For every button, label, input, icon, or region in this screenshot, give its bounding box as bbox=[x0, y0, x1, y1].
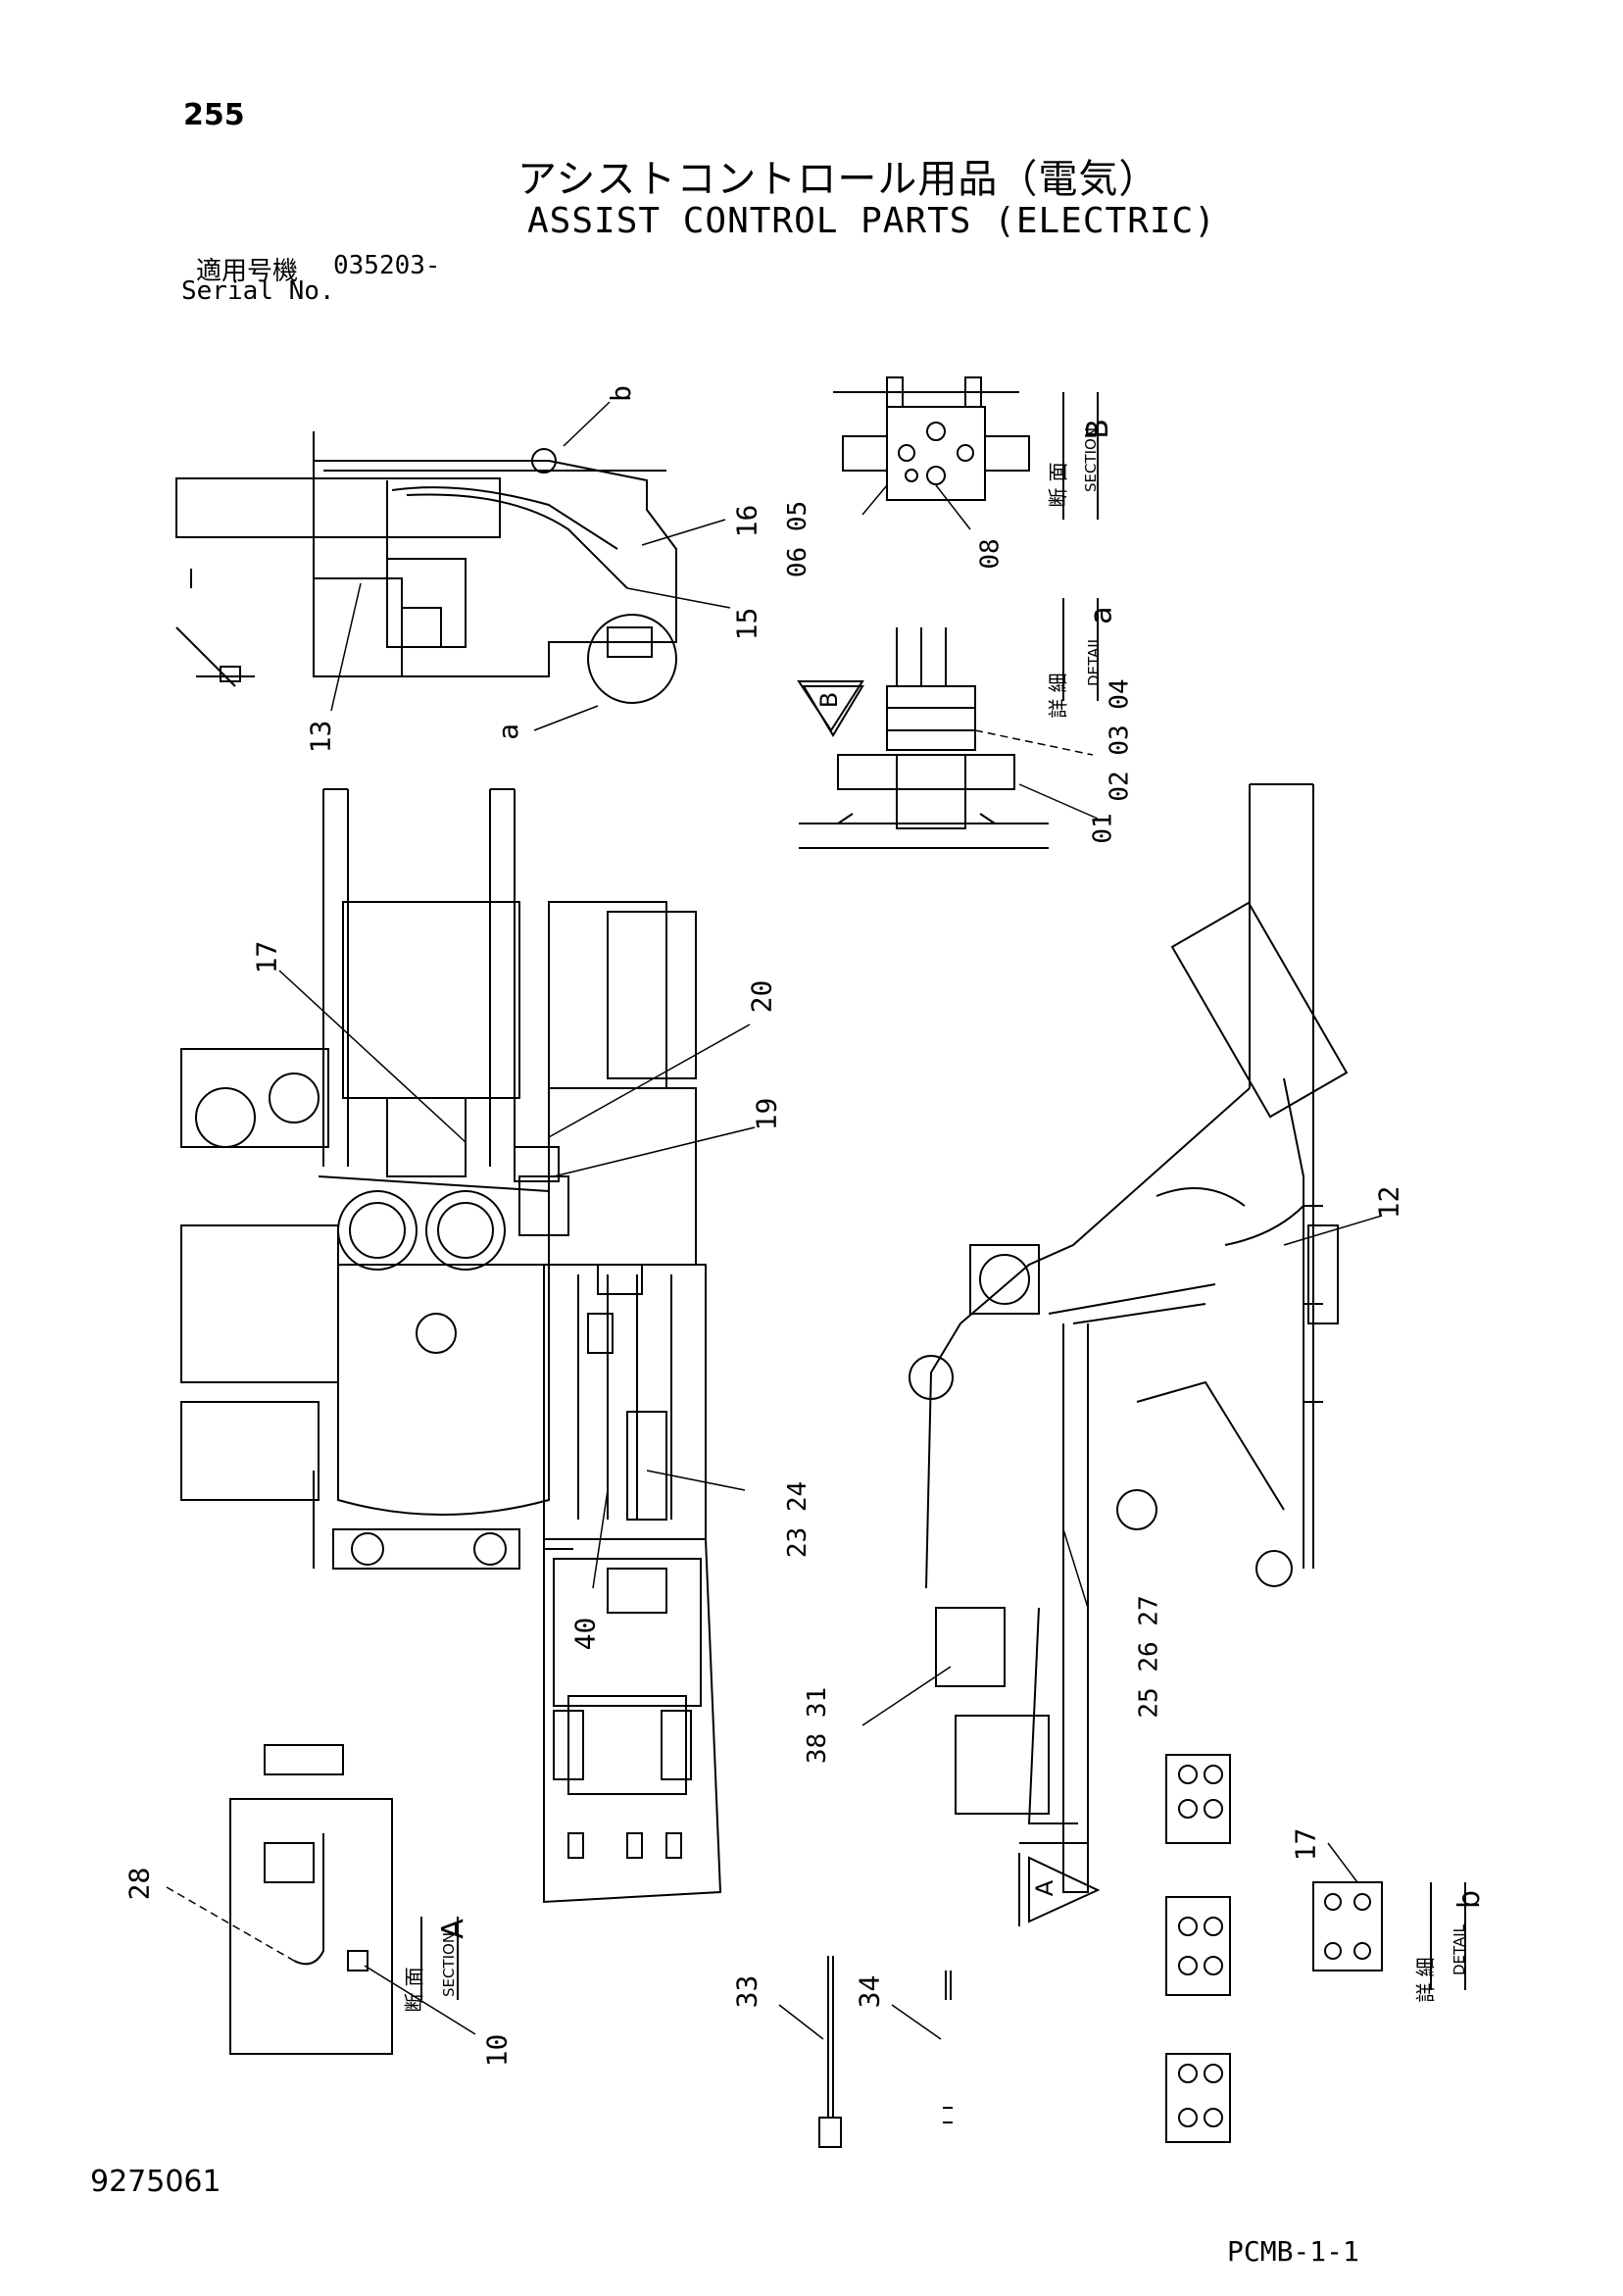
callout-40: 40 bbox=[568, 1617, 602, 1651]
section-b-label-ja: 断 面 bbox=[1046, 462, 1070, 508]
leader-lines-top-left bbox=[330, 401, 731, 731]
detail-b-label-en: DETAIL bbox=[1451, 1923, 1469, 1976]
leader-lines-detail-a bbox=[974, 729, 1099, 820]
callout-15: 15 bbox=[730, 607, 763, 641]
callout-16: 16 bbox=[730, 504, 763, 538]
serial-number-value: 035203- bbox=[333, 251, 441, 280]
section-a-letter: A bbox=[435, 1919, 470, 1939]
top-left-assembly-view bbox=[175, 431, 677, 704]
detail-a-letter: a bbox=[1084, 606, 1119, 624]
page-title-english: ASSIST CONTROL PARTS (ELECTRIC) bbox=[527, 201, 1216, 241]
callout-20: 20 bbox=[745, 979, 778, 1014]
leader-line-17b bbox=[1327, 1842, 1358, 1883]
callout-28: 28 bbox=[123, 1867, 156, 1901]
rod-part-33 bbox=[818, 1956, 842, 2148]
callout-19: 19 bbox=[750, 1097, 783, 1131]
detail-b-valve-cluster bbox=[1165, 1754, 1383, 2143]
page-number: 255 bbox=[183, 98, 245, 132]
rod-part-34 bbox=[943, 1971, 953, 2123]
view-arrow-b-letter: B bbox=[815, 691, 844, 709]
detail-a-label-ja: 詳 細 bbox=[1046, 673, 1070, 719]
callout-06-05: 06 05 bbox=[783, 500, 813, 578]
view-arrow-a-letter: A bbox=[1031, 1879, 1059, 1897]
serial-label-english: Serial No. bbox=[181, 276, 335, 306]
callout-23-24: 23 24 bbox=[783, 1480, 813, 1559]
callout-10: 10 bbox=[480, 2033, 514, 2068]
section-a-label-en: SECTION bbox=[440, 1931, 459, 1998]
page-title-japanese: アシストコントロール用品（電気） bbox=[517, 157, 1159, 202]
callout-08: 08 bbox=[975, 538, 1006, 570]
callout-a: a bbox=[491, 724, 524, 740]
callout-25-26-27: 25 26 27 bbox=[1134, 1595, 1164, 1719]
section-b-label-box bbox=[1062, 392, 1099, 520]
section-a-label-ja: 断 面 bbox=[402, 1967, 426, 2013]
section-a-cab-view bbox=[229, 1744, 459, 2055]
upper-structure-plan-view bbox=[180, 788, 697, 1570]
callout-13: 13 bbox=[304, 720, 337, 754]
callout-12: 12 bbox=[1372, 1185, 1405, 1220]
detail-a-valve-view bbox=[799, 627, 1049, 849]
document-id: 9275061 bbox=[90, 2165, 221, 2199]
callout-17-detail-b: 17 bbox=[1289, 1827, 1322, 1862]
detail-a-label-box bbox=[1062, 598, 1099, 701]
callout-33: 33 bbox=[730, 1974, 763, 2009]
callout-b: b bbox=[604, 385, 637, 402]
detail-a-label-en: DETAIL bbox=[1085, 634, 1104, 687]
callout-17: 17 bbox=[250, 940, 283, 974]
leader-lines-parts-33-34 bbox=[778, 2004, 942, 2040]
leader-lines-main bbox=[278, 970, 1383, 1726]
callout-01: 01 bbox=[1088, 813, 1118, 844]
section-b-valve-view bbox=[833, 376, 1030, 501]
callout-34: 34 bbox=[853, 1974, 886, 2009]
lower-centre-boom-view bbox=[543, 1264, 722, 1904]
boom-arm-side-view bbox=[909, 783, 1349, 1893]
leader-lines-section-a bbox=[166, 1886, 476, 2035]
section-b-letter: B bbox=[1080, 419, 1115, 439]
leader-lines-section-b bbox=[861, 484, 971, 530]
callout-38-31: 38 31 bbox=[803, 1686, 833, 1765]
serial-label-japanese: 適用号機 bbox=[196, 257, 299, 286]
callout-02-03-04: 02 03 04 bbox=[1105, 678, 1135, 802]
view-arrow-b bbox=[797, 680, 864, 732]
view-arrow-a bbox=[1018, 1853, 1101, 1926]
detail-b-label-box bbox=[1430, 1882, 1466, 1990]
detail-b-label-ja: 詳 細 bbox=[1413, 1957, 1438, 2003]
drawing-code: PCMB-1-1 bbox=[1227, 2235, 1359, 2268]
detail-b-letter: b bbox=[1452, 1889, 1488, 1910]
